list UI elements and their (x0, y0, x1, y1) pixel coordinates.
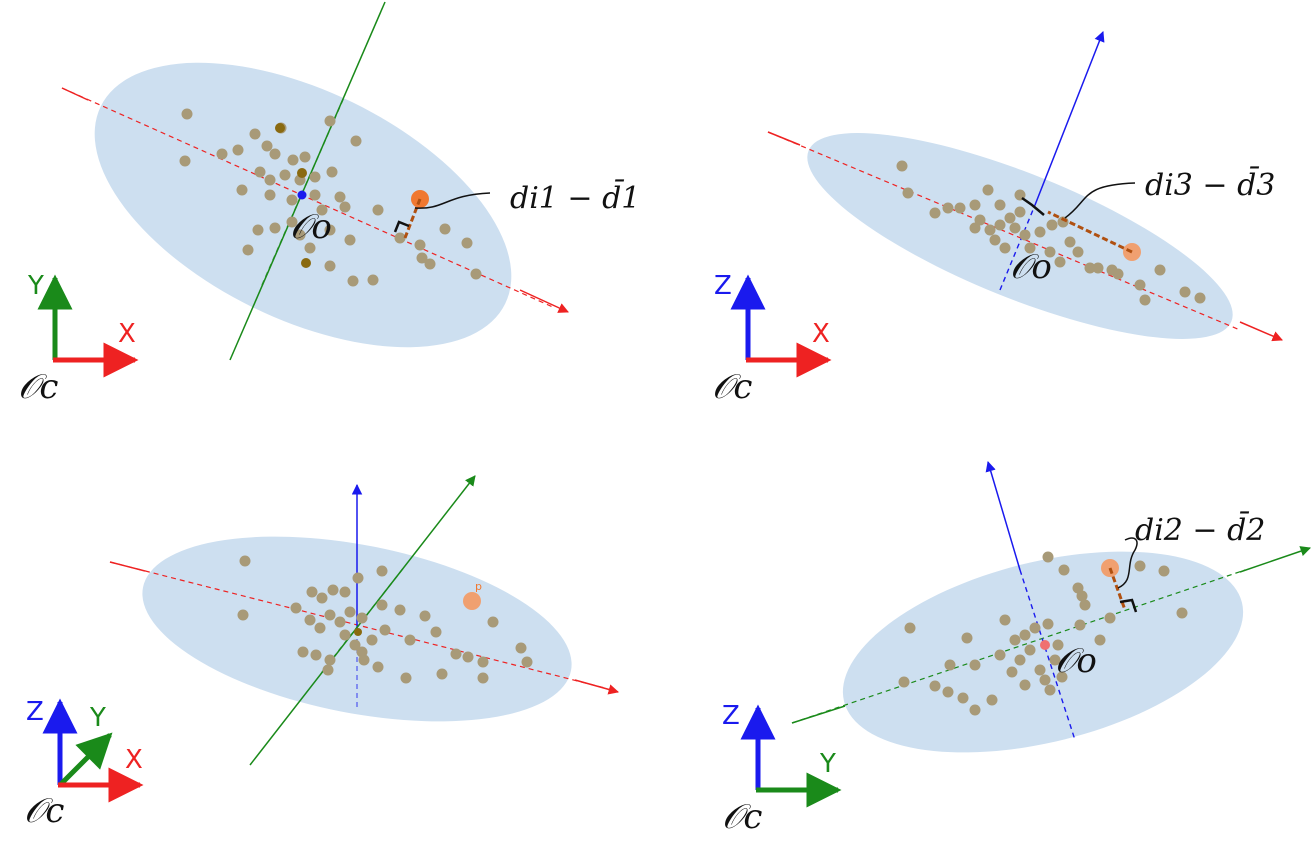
distance-segment (403, 198, 422, 239)
axis-z-dashed (1019, 569, 1076, 741)
axis-y-solid (791, 705, 846, 724)
panel-bottom-left: p Z Y X 𝒪c (24, 475, 620, 831)
frame-y-label: Y (27, 271, 44, 301)
camera-origin-label: 𝒪c (712, 367, 752, 407)
axis-x-dashed (767, 131, 1241, 331)
frame-x-label: X (125, 745, 143, 775)
camera-origin-label: 𝒪c (18, 367, 58, 407)
axis-x-solid (109, 561, 146, 572)
frame-y-arrow (58, 732, 113, 787)
reference-frame: Z Y 𝒪c (722, 701, 842, 837)
points-cluster (237, 555, 533, 684)
distance-label: di2 − d̄2 (1135, 510, 1265, 548)
axis-z-line (1034, 31, 1105, 206)
reference-frame: Z Y X 𝒪c (24, 697, 144, 831)
camera-origin-label: 𝒪c (722, 797, 762, 837)
frame-z-label: Z (26, 697, 44, 727)
frame-x-label: X (812, 319, 830, 349)
distance-label: di3 − d̄3 (1145, 165, 1275, 203)
points-cluster (896, 160, 1206, 306)
axis-y-line (229, 1, 386, 361)
axis-y-dashed (791, 569, 1246, 724)
origin-label: 𝒪o (1010, 247, 1052, 287)
reference-frame: Y X 𝒪c (18, 271, 139, 407)
axis-x-solid (767, 131, 801, 146)
origin-label: 𝒪o (1055, 641, 1097, 681)
axis-x-solid (61, 87, 89, 101)
point-label: p (475, 580, 482, 593)
label-leader (414, 192, 491, 209)
distance-segment (1108, 567, 1127, 611)
axis-z-dashed (999, 204, 1036, 291)
label-leader (1064, 182, 1136, 219)
points-dark (275, 123, 311, 268)
distance-label: di1 − d̄1 (510, 178, 640, 216)
frame-z-label: Z (714, 271, 732, 301)
frame-y-label: Y (89, 703, 106, 733)
centroid-point (354, 628, 362, 636)
centroid-point (1040, 640, 1050, 650)
right-angle-mark (1119, 598, 1138, 613)
distance-segment (1047, 210, 1133, 254)
panel-top-right: 𝒪o di3 − d̄3 Z X 𝒪c (712, 31, 1283, 407)
right-angle-mark (393, 220, 410, 233)
axis-y-arrow (1239, 546, 1311, 573)
right-angle-mark (1021, 196, 1045, 216)
frame-z-label: Z (722, 701, 740, 731)
panel-bottom-right: 𝒪o di2 − d̄2 Z Y 𝒪c (722, 460, 1311, 837)
origin-label: 𝒪o (290, 207, 332, 247)
axis-z-line (985, 460, 1021, 571)
centroid-point (297, 190, 307, 200)
panel-top-left: 𝒪o di1 − d̄1 Y X 𝒪c (18, 1, 640, 407)
axis-x-arrow (1239, 321, 1283, 342)
frame-y-label: Y (819, 749, 836, 779)
axis-y-dashed (261, 94, 346, 286)
frame-x-label: X (118, 319, 136, 349)
reference-frame: Z X 𝒪c (712, 271, 832, 407)
covariance-ellipse (94, 62, 512, 348)
points-cluster (898, 551, 1188, 716)
label-leader (1117, 537, 1138, 589)
covariance-ellipse (842, 551, 1244, 753)
axis-x-arrow (519, 289, 569, 313)
highlight-point (463, 592, 481, 610)
axis-x-arrow (574, 679, 620, 695)
camera-origin-label: 𝒪c (24, 791, 64, 831)
